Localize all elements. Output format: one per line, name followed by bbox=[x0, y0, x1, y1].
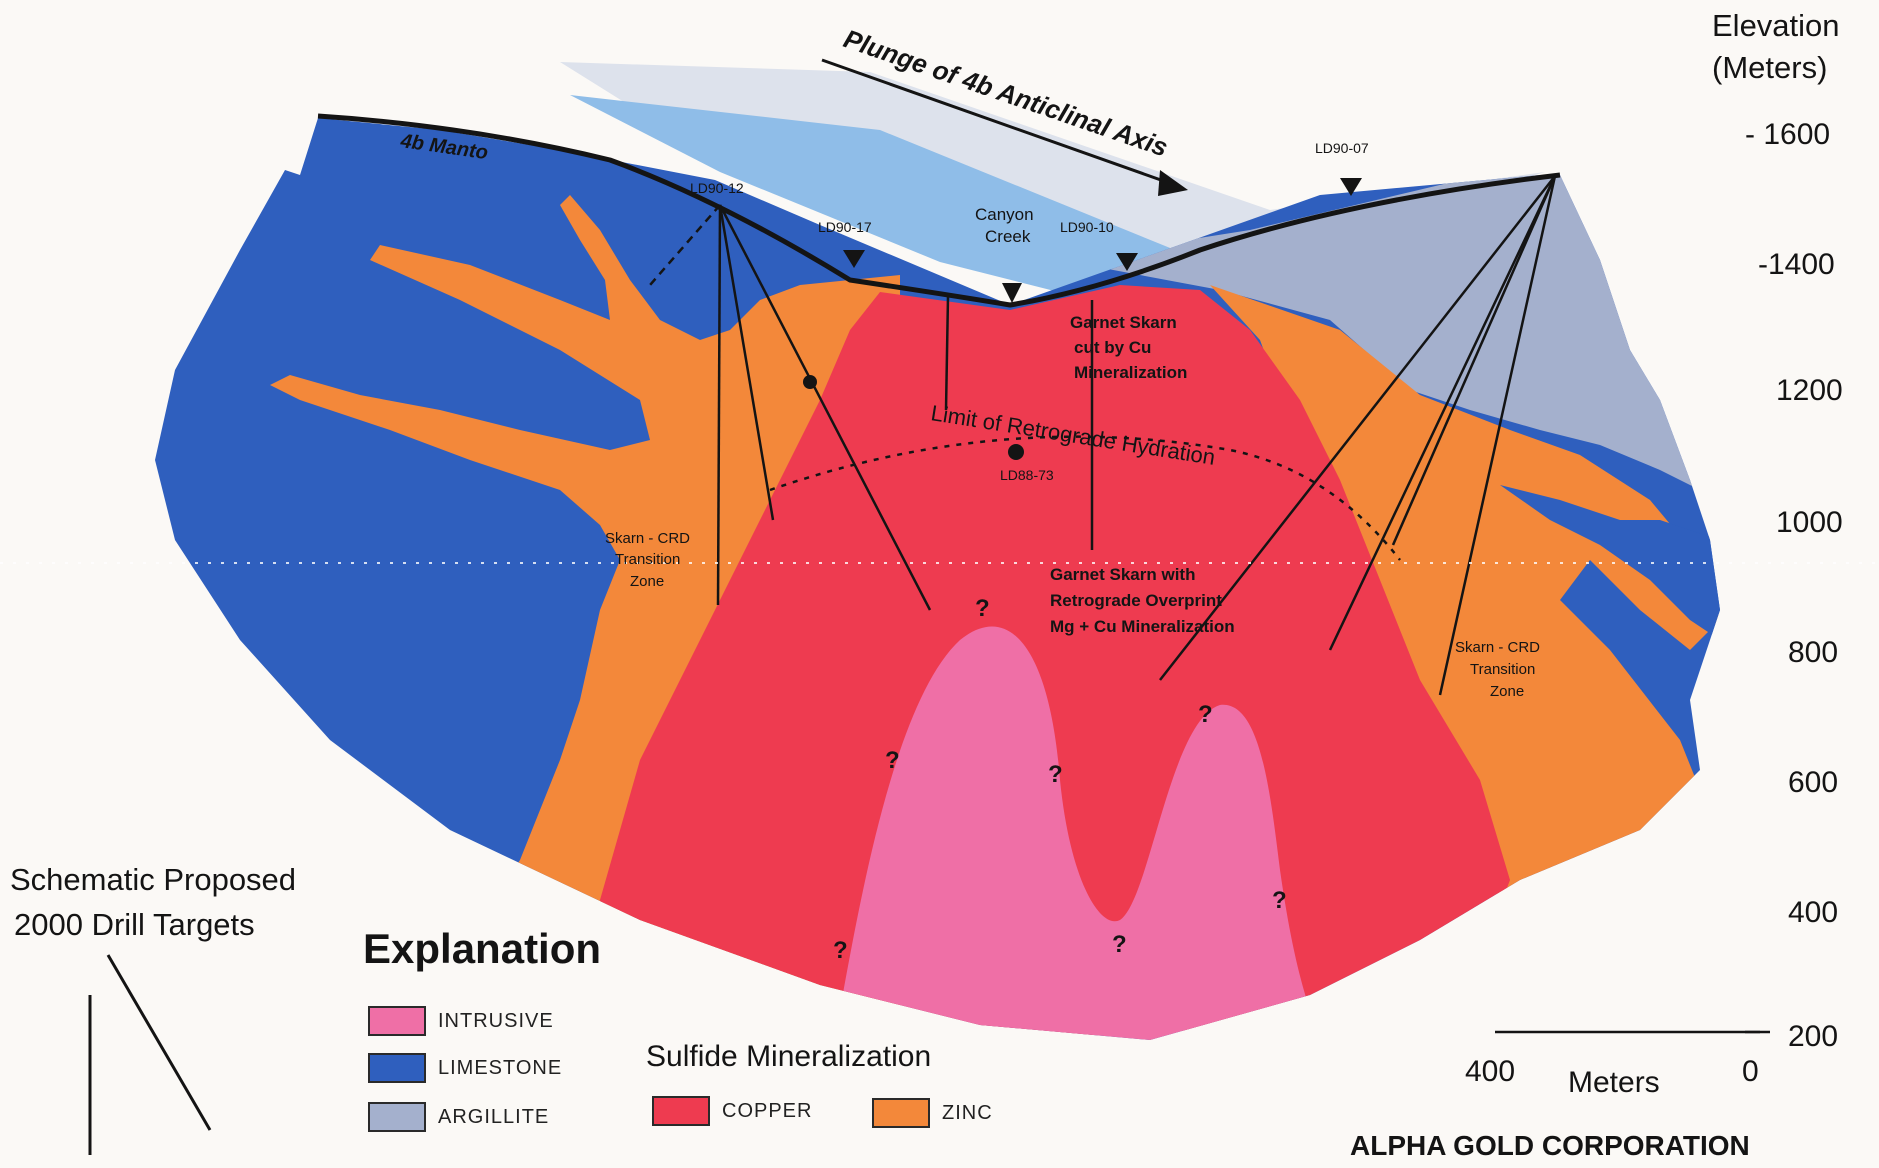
limestone-right-finger bbox=[1500, 485, 1720, 640]
legend-swatch-argillite bbox=[368, 1102, 426, 1132]
legend-swatch-copper bbox=[652, 1096, 710, 1126]
drill-hole-line bbox=[1438, 175, 1557, 696]
drill-hole-line bbox=[716, 204, 722, 606]
elevation-tick: 1000 bbox=[1776, 506, 1843, 539]
drill-hole-line bbox=[1159, 175, 1556, 681]
question-mark: ? bbox=[1198, 701, 1213, 728]
explanation-title: Explanation bbox=[363, 925, 602, 972]
transition-left-line1: Skarn - CRD bbox=[605, 530, 690, 547]
plunge-arrow-line bbox=[821, 58, 1176, 187]
drill-hole-line bbox=[649, 204, 721, 286]
retrograde-limit-line bbox=[769, 435, 1401, 561]
legend-zinc: ZINC bbox=[872, 1098, 993, 1128]
intrusive-shape bbox=[840, 626, 1310, 1040]
elevation-title: Elevation bbox=[1712, 8, 1840, 43]
question-mark: ? bbox=[1272, 887, 1287, 914]
legend-argillite: ARGILLITE bbox=[368, 1102, 549, 1132]
company-name: ALPHA GOLD CORPORATION bbox=[1350, 1130, 1750, 1161]
elevation-tick: 200 bbox=[1788, 1020, 1839, 1053]
elevation-tick: - 1600 bbox=[1745, 118, 1831, 151]
transition-left-line3: Zone bbox=[630, 573, 664, 590]
garnet-retro-label-line1: Garnet Skarn with bbox=[1050, 565, 1195, 584]
sulfide-title: Sulfide Mineralization bbox=[646, 1040, 932, 1073]
drill-hole-line bbox=[1391, 175, 1557, 546]
legend-swatch-zinc bbox=[872, 1098, 930, 1128]
legend-label-zinc: ZINC bbox=[942, 1101, 993, 1124]
question-mark: ? bbox=[833, 937, 848, 964]
targets-title-line1: Schematic Proposed bbox=[10, 862, 297, 897]
copper-shape bbox=[600, 285, 1510, 1040]
drill-collar-canyon bbox=[1002, 283, 1022, 303]
elevation-tick: 400 bbox=[1788, 896, 1839, 929]
question-mark: ? bbox=[975, 595, 990, 622]
plunge-arrowhead bbox=[1158, 170, 1188, 196]
garnet-retro-label-line3: Mg + Cu Mineralization bbox=[1050, 617, 1235, 636]
question-mark: ? bbox=[885, 747, 900, 774]
question-mark: ? bbox=[1112, 931, 1127, 958]
canyon-creek-label-line1: Canyon bbox=[975, 205, 1034, 224]
drill-collar-ld9010 bbox=[1116, 253, 1138, 271]
drill-hole-line bbox=[1328, 175, 1557, 651]
elevation-tick: 600 bbox=[1788, 766, 1839, 799]
drill-hole-ld9012-label: LD90-12 bbox=[690, 180, 744, 196]
drill-collar-ld9007 bbox=[1340, 178, 1362, 196]
drill-intercept-dot bbox=[803, 375, 817, 389]
elevation-units: (Meters) bbox=[1712, 50, 1828, 85]
legend-label-argillite: ARGILLITE bbox=[438, 1105, 550, 1128]
legend-intrusive: INTRUSIVE bbox=[368, 1006, 554, 1036]
elevation-tick: -1400 bbox=[1758, 248, 1835, 281]
legend-label-limestone: LIMESTONE bbox=[438, 1056, 563, 1079]
canyon-creek-label-line2: Creek bbox=[985, 227, 1031, 246]
drill-hole-ld9017-label: LD90-17 bbox=[818, 219, 872, 235]
elevation-tick: 1200 bbox=[1776, 374, 1843, 407]
targets-title-line2: 2000 Drill Targets bbox=[14, 907, 255, 942]
transition-right-line1: Skarn - CRD bbox=[1455, 639, 1540, 656]
drill-hole-line bbox=[718, 204, 932, 611]
legend-label-copper: COPPER bbox=[722, 1099, 813, 1122]
garnet-cu-label-line1: Garnet Skarn bbox=[1070, 313, 1177, 332]
question-marks: ? ? ? ? ? ? ? bbox=[833, 595, 1287, 964]
legend-label-intrusive: INTRUSIVE bbox=[438, 1009, 554, 1032]
scale-right-value: 0 bbox=[1742, 1055, 1759, 1088]
blue-band-shape bbox=[570, 95, 1180, 300]
legend-limestone: LIMESTONE bbox=[368, 1053, 562, 1083]
drill-hole-ld9007-label: LD90-07 bbox=[1315, 140, 1369, 156]
drill-hole-line bbox=[718, 204, 775, 521]
scale-unit: Meters bbox=[1568, 1066, 1660, 1099]
transition-right-line2: Transition bbox=[1470, 661, 1535, 678]
target-symbol-angled bbox=[106, 954, 212, 1131]
question-mark: ? bbox=[1048, 761, 1063, 788]
drill-holes-group bbox=[649, 175, 1557, 696]
drill-hole-ld9010-label: LD90-10 bbox=[1060, 219, 1114, 235]
elevation-tick: 800 bbox=[1788, 636, 1839, 669]
drill-hole-ld8873-label: LD88-73 bbox=[1000, 467, 1054, 483]
drill-hole-line bbox=[944, 295, 950, 411]
drill-collar-ld9017 bbox=[843, 250, 865, 268]
legend-copper: COPPER bbox=[652, 1096, 812, 1126]
legend-swatch-limestone bbox=[368, 1053, 426, 1083]
scale-left-value: 400 bbox=[1465, 1055, 1516, 1088]
topographic-surface bbox=[317, 113, 1561, 308]
garnet-retro-label-line2: Retrograde Overprint bbox=[1050, 591, 1222, 610]
legend-swatch-intrusive bbox=[368, 1006, 426, 1036]
drill-intercept-dot bbox=[1008, 444, 1024, 460]
garnet-cu-label-line3: Mineralization bbox=[1074, 363, 1187, 382]
transition-left-line2: Transition bbox=[615, 551, 680, 568]
transition-right-line3: Zone bbox=[1490, 683, 1524, 700]
garnet-cu-label-line2: cut by Cu bbox=[1074, 338, 1151, 357]
argillite-shape bbox=[1060, 160, 1720, 500]
